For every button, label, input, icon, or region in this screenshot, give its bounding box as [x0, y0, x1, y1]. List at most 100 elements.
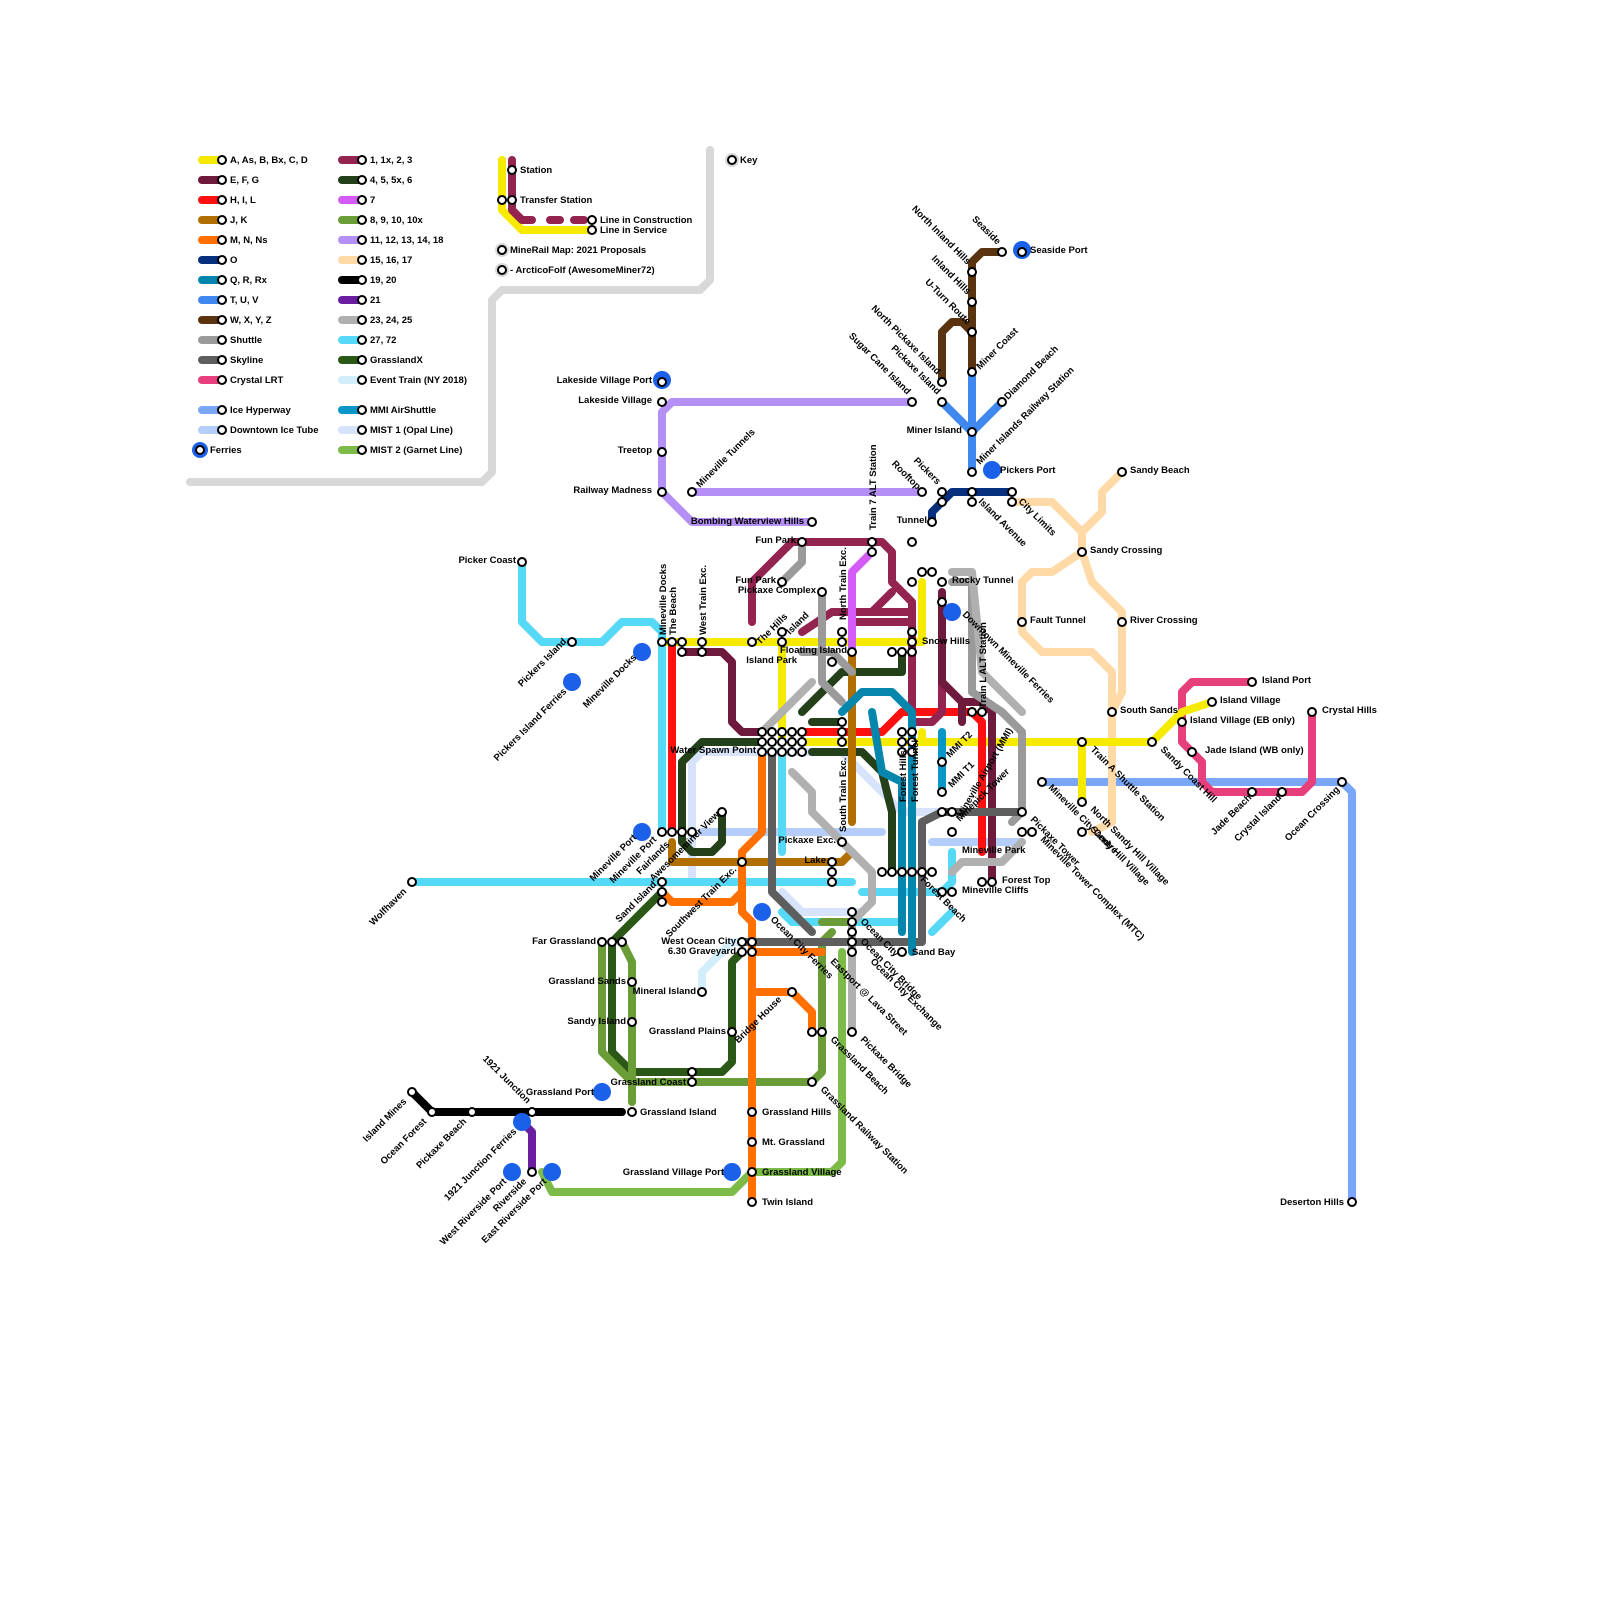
station-dot[interactable] — [1188, 748, 1196, 756]
station-dot[interactable] — [788, 728, 796, 736]
station-dot[interactable] — [838, 728, 846, 736]
station-dot[interactable] — [898, 728, 906, 736]
station-label[interactable]: Grassland Coast — [611, 1077, 687, 1088]
station-dot[interactable] — [898, 868, 906, 876]
station-dot[interactable] — [998, 248, 1006, 256]
station-dot[interactable] — [408, 1088, 416, 1096]
station-label[interactable]: Grassland Sands — [548, 976, 626, 987]
station-dot[interactable] — [758, 748, 766, 756]
station-dot[interactable] — [818, 1028, 826, 1036]
station-label[interactable]: Fun Park — [755, 535, 796, 546]
station-dot[interactable] — [658, 828, 666, 836]
station-label[interactable]: Island Village (EB only) — [1190, 715, 1295, 726]
station-label[interactable]: Train L ALT Station — [978, 622, 989, 708]
station-label[interactable]: Seaside — [969, 214, 1002, 247]
station-dot[interactable] — [898, 738, 906, 746]
station-dot[interactable] — [568, 638, 576, 646]
station-dot[interactable] — [938, 808, 946, 816]
station-dot[interactable] — [898, 648, 906, 656]
station-label[interactable]: Sandy Beach — [1130, 465, 1190, 476]
station-label[interactable]: Island Port — [1262, 675, 1312, 686]
station-dot[interactable] — [968, 468, 976, 476]
ferry-marker[interactable] — [983, 461, 1001, 479]
station-dot[interactable] — [658, 898, 666, 906]
station-dot[interactable] — [408, 878, 416, 886]
station-dot[interactable] — [848, 908, 856, 916]
station-dot[interactable] — [908, 648, 916, 656]
station-label[interactable]: Miner Island — [907, 425, 963, 436]
station-dot[interactable] — [698, 638, 706, 646]
station-dot[interactable] — [628, 1108, 636, 1116]
station-dot[interactable] — [908, 578, 916, 586]
station-dot[interactable] — [698, 648, 706, 656]
station-dot[interactable] — [1008, 488, 1016, 496]
station-label[interactable]: Tunnel — [897, 515, 927, 526]
station-dot[interactable] — [808, 1078, 816, 1086]
station-label[interactable]: Railway Madness — [573, 485, 652, 496]
station-label[interactable]: Train 7 ALT Station — [868, 444, 879, 530]
station-dot[interactable] — [968, 298, 976, 306]
station-label[interactable]: The Beach — [668, 587, 679, 635]
station-label[interactable]: Picker Coast — [458, 555, 516, 566]
station-dot[interactable] — [998, 398, 1006, 406]
station-dot[interactable] — [828, 658, 836, 666]
station-dot[interactable] — [788, 748, 796, 756]
station-dot[interactable] — [658, 888, 666, 896]
station-dot[interactable] — [918, 568, 926, 576]
station-dot[interactable] — [738, 858, 746, 866]
station-label[interactable]: Deserton Hills — [1280, 1197, 1344, 1208]
station-label[interactable]: Mineville Tunnels — [694, 427, 757, 490]
station-dot[interactable] — [748, 1108, 756, 1116]
station-dot[interactable] — [1248, 678, 1256, 686]
station-dot[interactable] — [788, 738, 796, 746]
station-dot[interactable] — [968, 368, 976, 376]
station-label[interactable]: Lakeside Village — [578, 395, 652, 406]
station-label[interactable]: 1921 Junction — [480, 1054, 533, 1107]
station-dot[interactable] — [1078, 548, 1086, 556]
station-dot[interactable] — [778, 728, 786, 736]
station-dot[interactable] — [748, 948, 756, 956]
station-label[interactable]: Grassland Railway Station — [818, 1084, 910, 1176]
station-dot[interactable] — [1038, 778, 1046, 786]
station-label[interactable]: Seaside Port — [1030, 245, 1088, 256]
station-label[interactable]: Grassland Hills — [762, 1107, 831, 1118]
station-label[interactable]: West Train Exc. — [698, 565, 709, 635]
station-dot[interactable] — [908, 868, 916, 876]
station-dot[interactable] — [968, 488, 976, 496]
station-dot[interactable] — [608, 938, 616, 946]
station-dot[interactable] — [908, 628, 916, 636]
station-dot[interactable] — [828, 868, 836, 876]
station-label[interactable]: Pickers Port — [1000, 465, 1056, 476]
station-dot[interactable] — [848, 1028, 856, 1036]
station-dot[interactable] — [528, 1168, 536, 1176]
station-label[interactable]: Mt. Grassland — [762, 1137, 825, 1148]
station-dot[interactable] — [938, 758, 946, 766]
station-dot[interactable] — [698, 988, 706, 996]
station-label[interactable]: Pickaxe Complex — [738, 585, 817, 596]
station-dot[interactable] — [848, 918, 856, 926]
station-dot[interactable] — [518, 558, 526, 566]
station-label[interactable]: Mineral Island — [633, 986, 697, 997]
station-label[interactable]: Crystal Hills — [1322, 705, 1377, 716]
station-dot[interactable] — [938, 488, 946, 496]
station-dot[interactable] — [778, 738, 786, 746]
station-dot[interactable] — [658, 488, 666, 496]
station-label[interactable]: Pickaxe Tower — [1028, 814, 1082, 868]
station-dot[interactable] — [748, 938, 756, 946]
station-label[interactable]: Island Park — [746, 655, 797, 666]
station-dot[interactable] — [1018, 808, 1026, 816]
station-dot[interactable] — [908, 638, 916, 646]
station-dot[interactable] — [918, 488, 926, 496]
station-dot[interactable] — [948, 828, 956, 836]
station-dot[interactable] — [908, 728, 916, 736]
station-dot[interactable] — [1178, 718, 1186, 726]
station-label[interactable]: Grassland Village — [762, 1167, 842, 1178]
station-dot[interactable] — [1208, 698, 1216, 706]
station-dot[interactable] — [468, 1108, 476, 1116]
station-dot[interactable] — [798, 748, 806, 756]
station-label[interactable]: Grassland Beach — [828, 1034, 891, 1097]
station-dot[interactable] — [688, 1068, 696, 1076]
station-dot[interactable] — [748, 1168, 756, 1176]
station-label[interactable]: Pickaxe Exc. — [778, 835, 836, 846]
station-dot[interactable] — [678, 828, 686, 836]
